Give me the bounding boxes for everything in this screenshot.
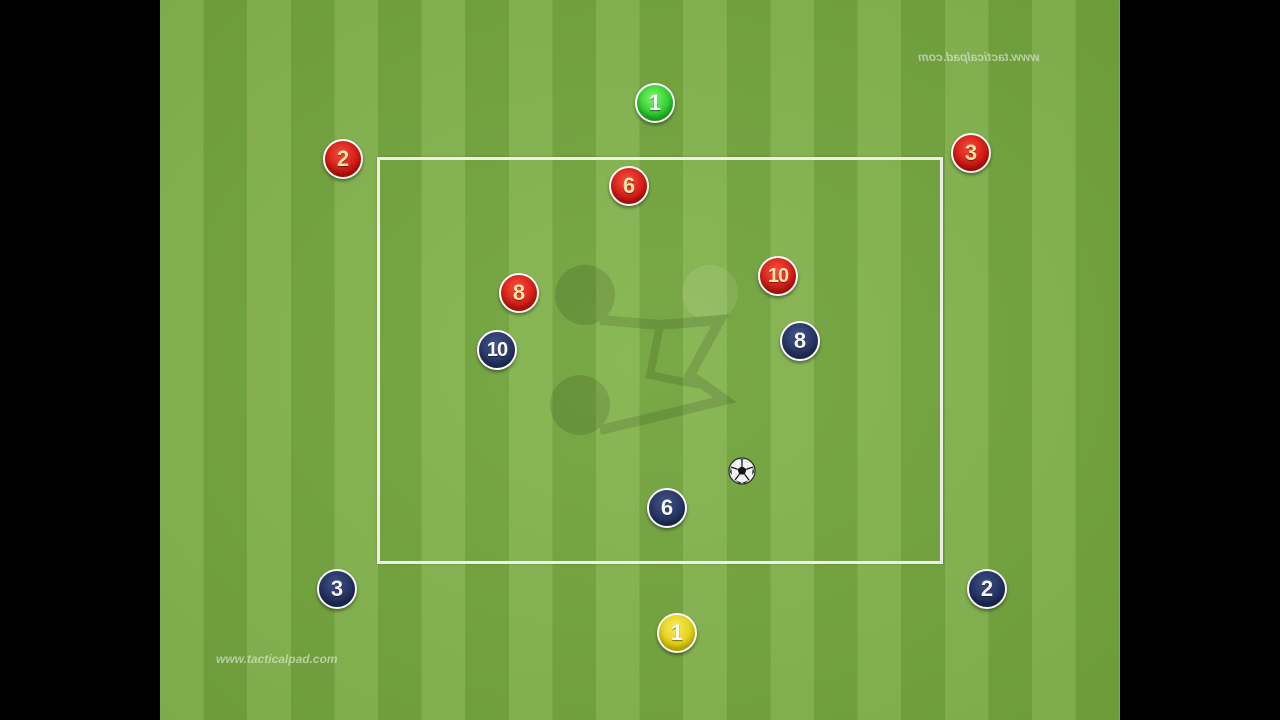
player-blue-3[interactable]: 3	[317, 569, 357, 609]
watermark-top-mirrored: www.tacticalpad.com	[918, 50, 1040, 64]
watermark-bottom: www.tacticalpad.com	[216, 652, 338, 666]
soccer-ball-icon[interactable]	[728, 457, 756, 485]
player-red-8[interactable]: 8	[499, 273, 539, 313]
player-red-10[interactable]: 10	[758, 256, 798, 296]
tacticalpad-logo-watermark	[550, 265, 738, 435]
pitch: 1 2 3 6 8 10 10 8 6 3 2 1 www.tacticalpa…	[160, 0, 1120, 720]
player-blue-8[interactable]: 8	[780, 321, 820, 361]
player-blue-10[interactable]: 10	[477, 330, 517, 370]
player-blue-6[interactable]: 6	[647, 488, 687, 528]
player-blue-2[interactable]: 2	[967, 569, 1007, 609]
player-red-2[interactable]: 2	[323, 139, 363, 179]
player-red-3[interactable]: 3	[951, 133, 991, 173]
training-zone	[377, 157, 943, 564]
player-blue-gk[interactable]: 1	[657, 613, 697, 653]
player-red-6[interactable]: 6	[609, 166, 649, 206]
player-red-gk[interactable]: 1	[635, 83, 675, 123]
